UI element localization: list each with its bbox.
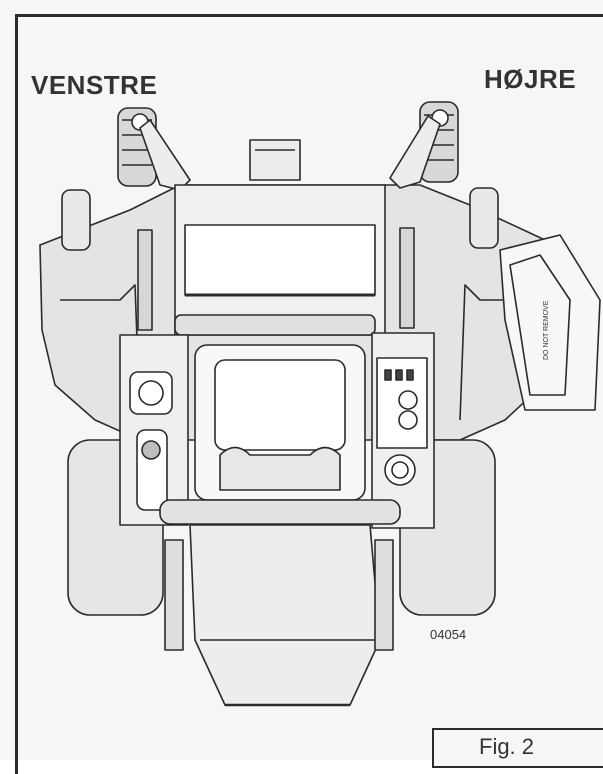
right-side-label: HØJRE	[484, 64, 577, 94]
rear-engine-bay	[189, 524, 381, 706]
figure-frame	[15, 14, 603, 774]
right-caster-arm	[389, 115, 441, 189]
figure-caption-box: Fig. 2	[432, 728, 603, 768]
drawing-part-number: 04054	[430, 627, 467, 642]
sign-text: DO NOT REMOVE	[543, 300, 550, 360]
left-side-label: VENSTRE	[31, 70, 158, 100]
front-housing	[249, 139, 301, 181]
figure-caption: Fig. 2	[479, 734, 535, 759]
